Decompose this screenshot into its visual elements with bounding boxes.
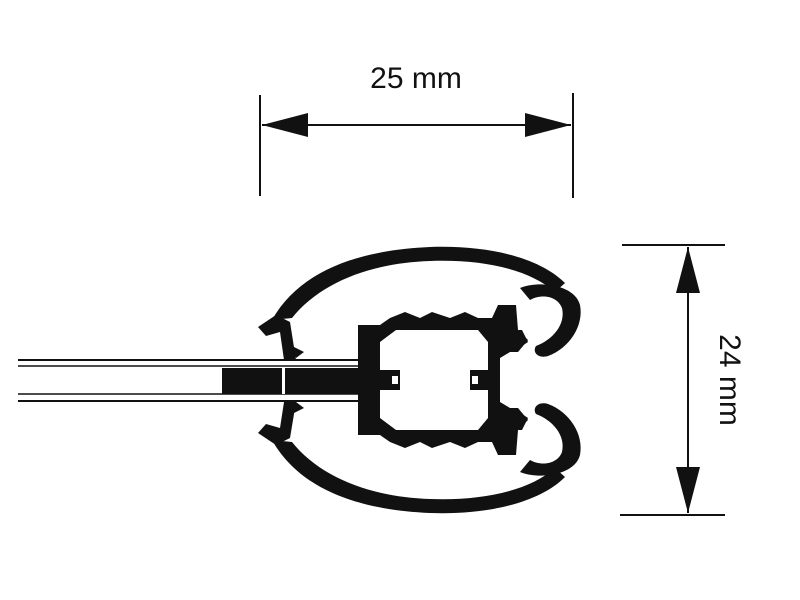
cover-bottom-arc	[272, 440, 565, 514]
base-profile	[358, 305, 528, 455]
cover-right-hook-top	[520, 284, 581, 357]
width-dimension-label: 25 mm	[370, 62, 462, 95]
width-arrowhead-left	[262, 113, 308, 137]
height-dimension-label: 24 mm	[713, 334, 746, 426]
cover-right-hook-bottom	[520, 403, 581, 476]
base-clip-bottom	[500, 410, 528, 430]
width-arrowhead-right	[525, 113, 571, 137]
height-arrowhead-top	[676, 247, 700, 293]
base-inner-rib-left	[372, 370, 400, 390]
base-clip-top	[500, 330, 528, 350]
cover-left-lip-bottom	[258, 402, 296, 445]
frame-profile	[258, 246, 581, 514]
cover-left-lip-top	[258, 315, 296, 360]
cover-top-arc	[272, 246, 565, 320]
width-dimension: 25 mm	[259, 62, 574, 198]
base-inner-rib-right	[470, 370, 496, 390]
panel-sheet	[18, 359, 380, 402]
height-arrowhead-bottom	[676, 467, 700, 513]
gasket-insert	[222, 368, 358, 394]
height-dimension: 24 mm	[620, 244, 746, 516]
